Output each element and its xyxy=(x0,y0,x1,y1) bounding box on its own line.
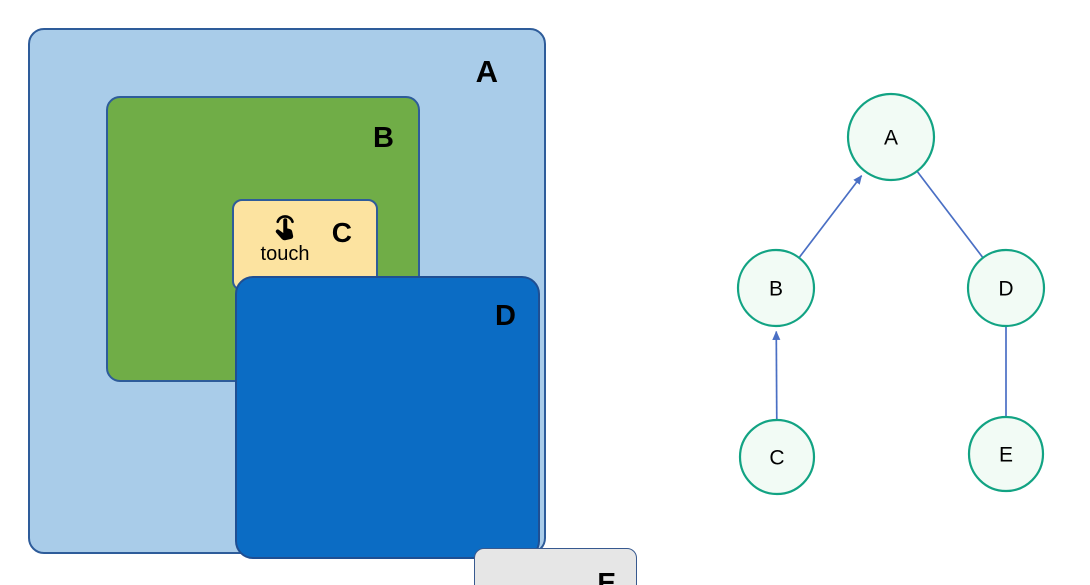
tree-node-label-b: B xyxy=(769,278,783,301)
region-d[interactable]: D E xyxy=(235,276,637,585)
tree-node-circle-d xyxy=(966,248,1046,328)
tree-node-label-a: A xyxy=(884,127,898,150)
tree-node-b[interactable]: B xyxy=(736,248,816,328)
region-c-label: C xyxy=(331,217,352,248)
touch-annotation-caption: touch xyxy=(260,243,310,265)
touch-annotation: touch xyxy=(248,209,322,264)
region-a-label: A xyxy=(475,54,498,89)
region-e-label: E xyxy=(597,567,616,585)
touch-app-icon xyxy=(270,209,300,243)
tree-node-label-d: D xyxy=(998,278,1013,301)
tree-node-c[interactable]: C xyxy=(738,418,816,496)
tree-node-circle-c xyxy=(738,418,816,496)
tree-node-d[interactable]: D xyxy=(966,248,1046,328)
tree-node-e[interactable]: E xyxy=(967,415,1045,493)
tree-edge-b-a xyxy=(798,175,863,258)
region-d-label: D xyxy=(495,300,516,332)
tree-edge-c-b xyxy=(772,330,781,420)
tree-node-label-c: C xyxy=(769,447,784,470)
region-a[interactable]: A B C touch xyxy=(28,28,637,585)
containment-tree: A B C D E xyxy=(700,70,1080,520)
tree-node-label-e: E xyxy=(999,444,1013,467)
tree-node-group: A B C D E xyxy=(736,92,1046,496)
tree-node-circle-a xyxy=(846,92,936,182)
region-e[interactable]: E xyxy=(474,548,637,585)
tree-node-a[interactable]: A xyxy=(846,92,936,182)
tree-node-circle-b xyxy=(736,248,816,328)
tree-edge-group xyxy=(772,171,1007,420)
tree-node-circle-e xyxy=(967,415,1045,493)
tree-edge-a-d xyxy=(916,171,984,258)
region-c[interactable]: C touch xyxy=(232,199,378,291)
region-b-label: B xyxy=(373,122,394,154)
